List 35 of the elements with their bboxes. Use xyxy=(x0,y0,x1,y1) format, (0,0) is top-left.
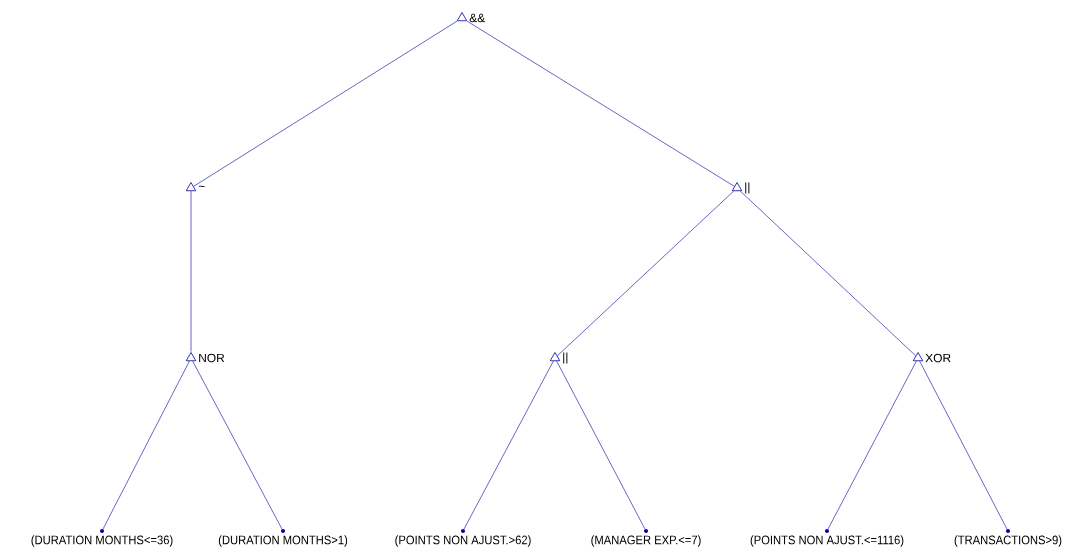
node-label: (POINTS NON AJUST.>62) xyxy=(395,535,531,547)
node-label: (DURATION MONTHS>1) xyxy=(218,535,348,547)
operator-node: || xyxy=(549,352,568,364)
branch-line xyxy=(919,360,1008,530)
branch-line xyxy=(193,20,458,187)
node-label: (POINTS NON AJUST.<=1116) xyxy=(750,535,904,547)
leaf-node: (POINTS NON AJUST.<=1116) xyxy=(750,529,904,547)
leaf-node: (MANAGER EXP.<=7) xyxy=(591,529,701,547)
branch-line xyxy=(102,360,190,530)
leaf-node: (POINTS NON AJUST.>62) xyxy=(395,529,531,547)
operator-node: NOR xyxy=(185,352,225,363)
branch-line xyxy=(466,20,735,187)
branch-line xyxy=(190,190,192,352)
branch-line xyxy=(556,360,646,530)
branch-line xyxy=(740,190,916,357)
branch-line xyxy=(463,360,554,530)
operator-node: && xyxy=(456,12,485,23)
branch-line xyxy=(557,190,734,357)
leaf-node: (TRANSACTIONS>9) xyxy=(954,529,1062,547)
node-label: (DURATION MONTHS<=36) xyxy=(31,535,173,547)
branch-line xyxy=(827,360,917,530)
node-label: || xyxy=(745,182,750,194)
node-label: (MANAGER EXP.<=7) xyxy=(591,535,701,547)
node-label: || xyxy=(563,352,568,364)
operator-node: || xyxy=(731,182,750,194)
leaf-node: (DURATION MONTHS<=36) xyxy=(31,529,173,547)
node-label: NOR xyxy=(199,353,225,363)
leaf-node: (DURATION MONTHS>1) xyxy=(218,529,348,547)
branch-line xyxy=(192,360,283,530)
operator-node: ~ xyxy=(185,182,205,192)
node-label: XOR xyxy=(925,353,951,363)
node-label: (TRANSACTIONS>9) xyxy=(954,535,1062,547)
node-label: && xyxy=(469,13,485,23)
operator-node: XOR xyxy=(912,352,951,363)
node-label: ~ xyxy=(198,185,205,188)
